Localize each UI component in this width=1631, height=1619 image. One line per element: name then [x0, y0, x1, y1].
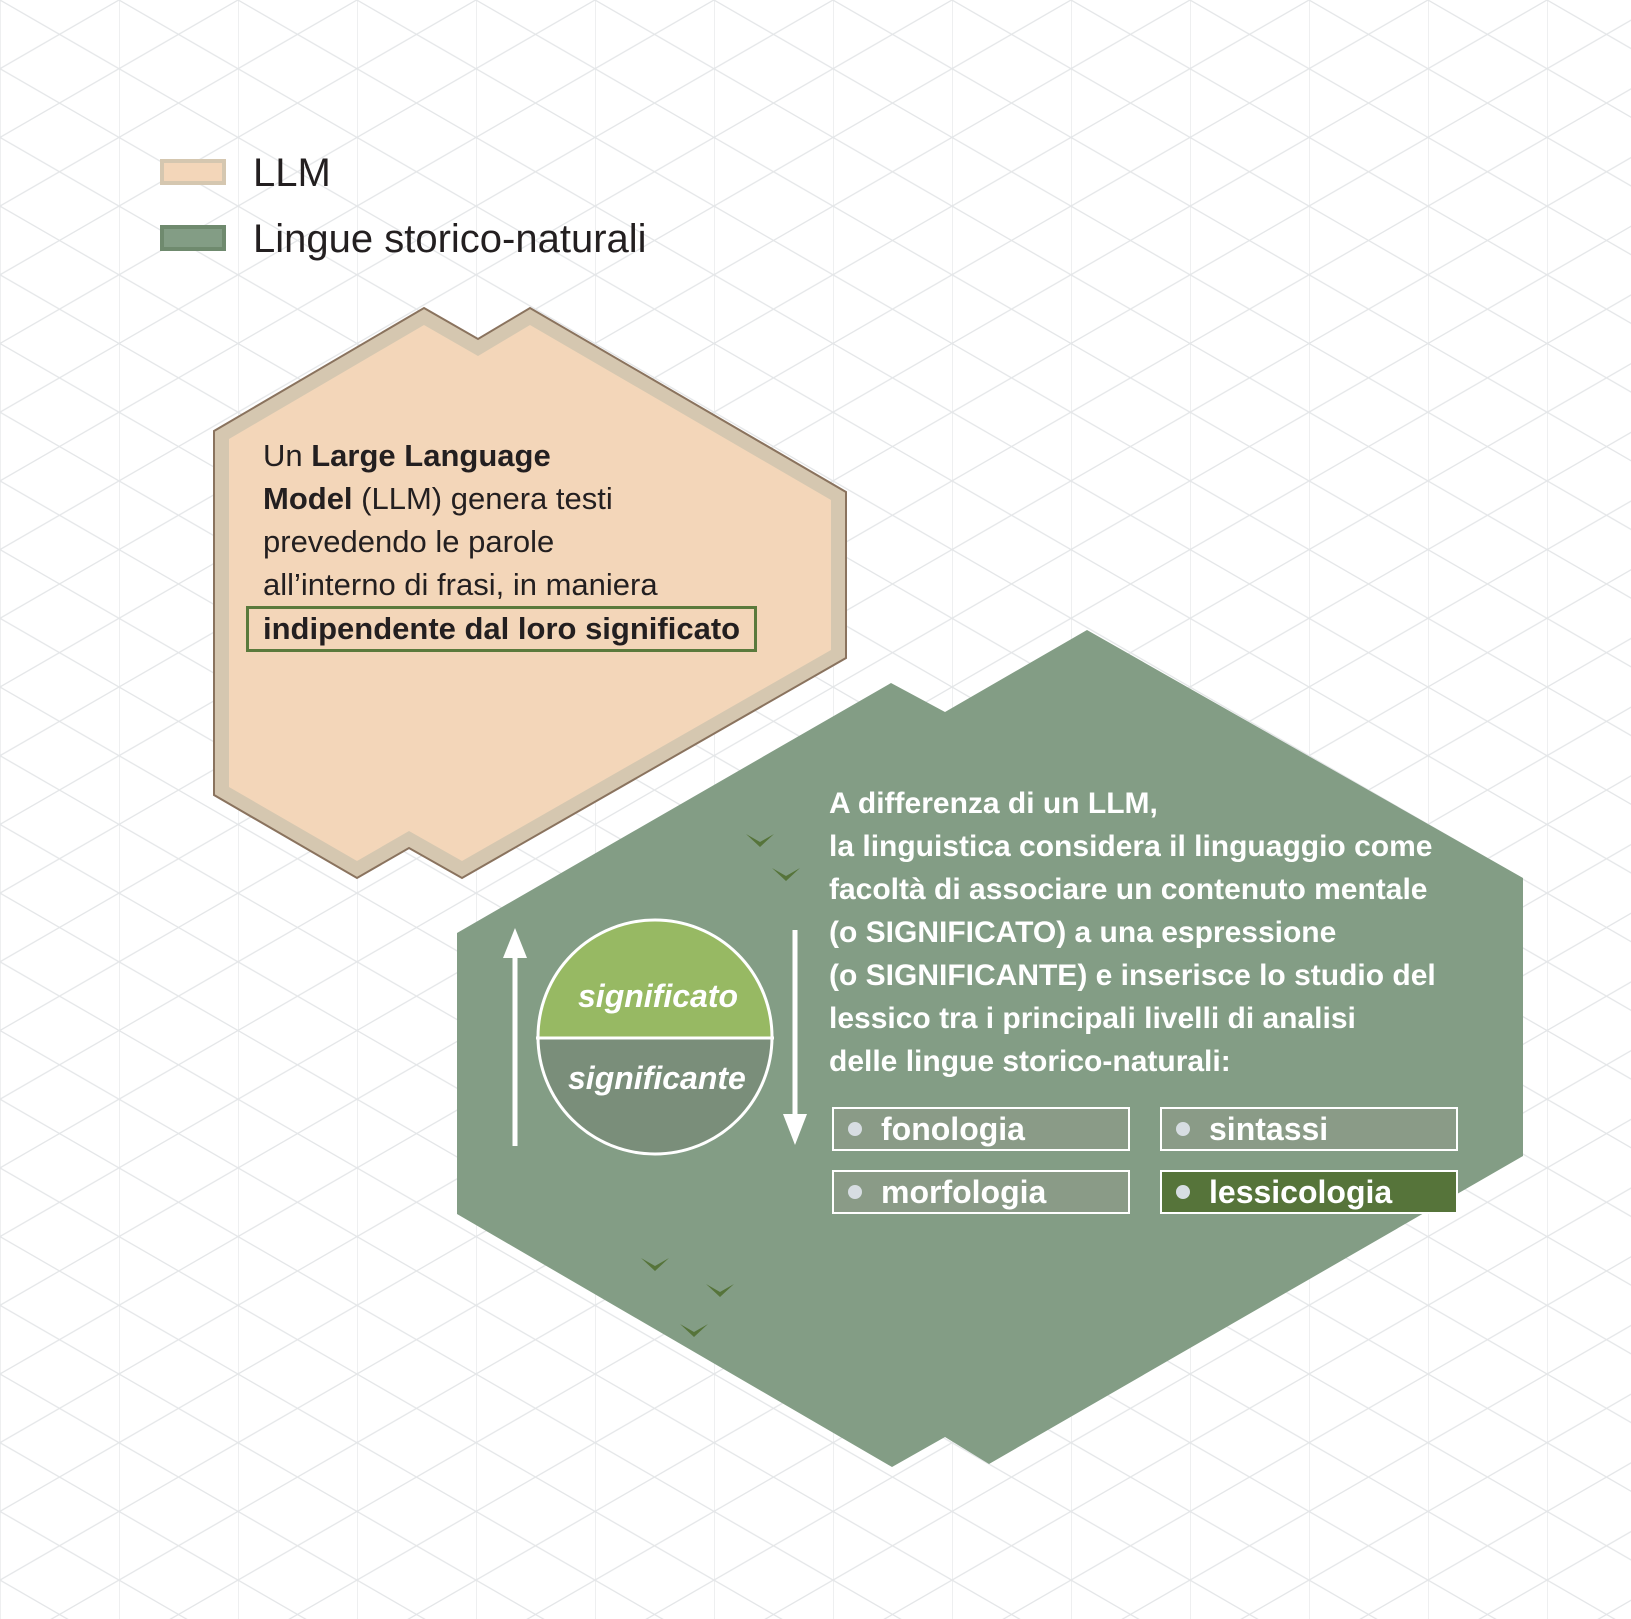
up-arrow-icon — [503, 928, 527, 1146]
natural-languages-hexagon — [457, 630, 1523, 1467]
llm-line4: all’interno di frasi, in maniera — [263, 567, 658, 602]
bird-track-icon — [641, 818, 800, 1337]
level-morfologia: morfologia — [832, 1170, 1130, 1214]
level-fonologia: fonologia — [832, 1107, 1130, 1151]
natural-description: A differenza di un LLM, la linguistica c… — [829, 782, 1469, 1083]
level-label: morfologia — [881, 1173, 1047, 1210]
llm-line1-prefix: Un — [263, 438, 312, 473]
llm-line3: prevedendo le parole — [263, 524, 555, 559]
significante-label: significante — [568, 1060, 746, 1096]
natural-line: lessico tra i principali livelli di anal… — [829, 1002, 1356, 1035]
level-label: lessicologia — [1209, 1173, 1393, 1210]
legend-label-llm: LLM — [253, 151, 331, 195]
natural-line: delle lingue storico-naturali: — [829, 1045, 1231, 1078]
natural-line: facoltà di associare un contenuto mental… — [829, 873, 1428, 906]
llm-description: Un Large Language Model (LLM) genera tes… — [246, 434, 783, 652]
natural-line: (o SIGNIFICANTE) e inserisce lo studio d… — [829, 959, 1436, 992]
bullet-icon — [1176, 1122, 1190, 1136]
natural-line: la linguistica considera il linguaggio c… — [829, 830, 1433, 863]
llm-hexagon-inner — [229, 325, 831, 861]
llm-line1-bold: Large Language — [311, 438, 551, 473]
bullet-icon — [848, 1185, 862, 1199]
llm-line2-bold: Model — [263, 481, 353, 516]
legend-swatch-llm — [160, 159, 226, 185]
level-label: fonologia — [881, 1110, 1025, 1147]
level-sintassi: sintassi — [1160, 1107, 1458, 1151]
natural-line: (o SIGNIFICATO) a una espressione — [829, 916, 1337, 949]
legend-swatch-natural — [160, 225, 226, 251]
bullet-icon — [848, 1122, 862, 1136]
llm-line2-rest: (LLM) genera testi — [352, 481, 613, 516]
bullet-icon — [1176, 1185, 1190, 1199]
significato-label: significato — [578, 978, 739, 1014]
level-label: sintassi — [1209, 1110, 1329, 1147]
down-arrow-icon — [783, 930, 807, 1145]
legend-label-natural: Lingue storico-naturali — [253, 217, 647, 261]
llm-highlight-box: indipendente dal loro significato — [246, 606, 758, 652]
level-lessicologia: lessicologia — [1160, 1170, 1458, 1214]
natural-line: A differenza di un LLM, — [829, 787, 1158, 820]
